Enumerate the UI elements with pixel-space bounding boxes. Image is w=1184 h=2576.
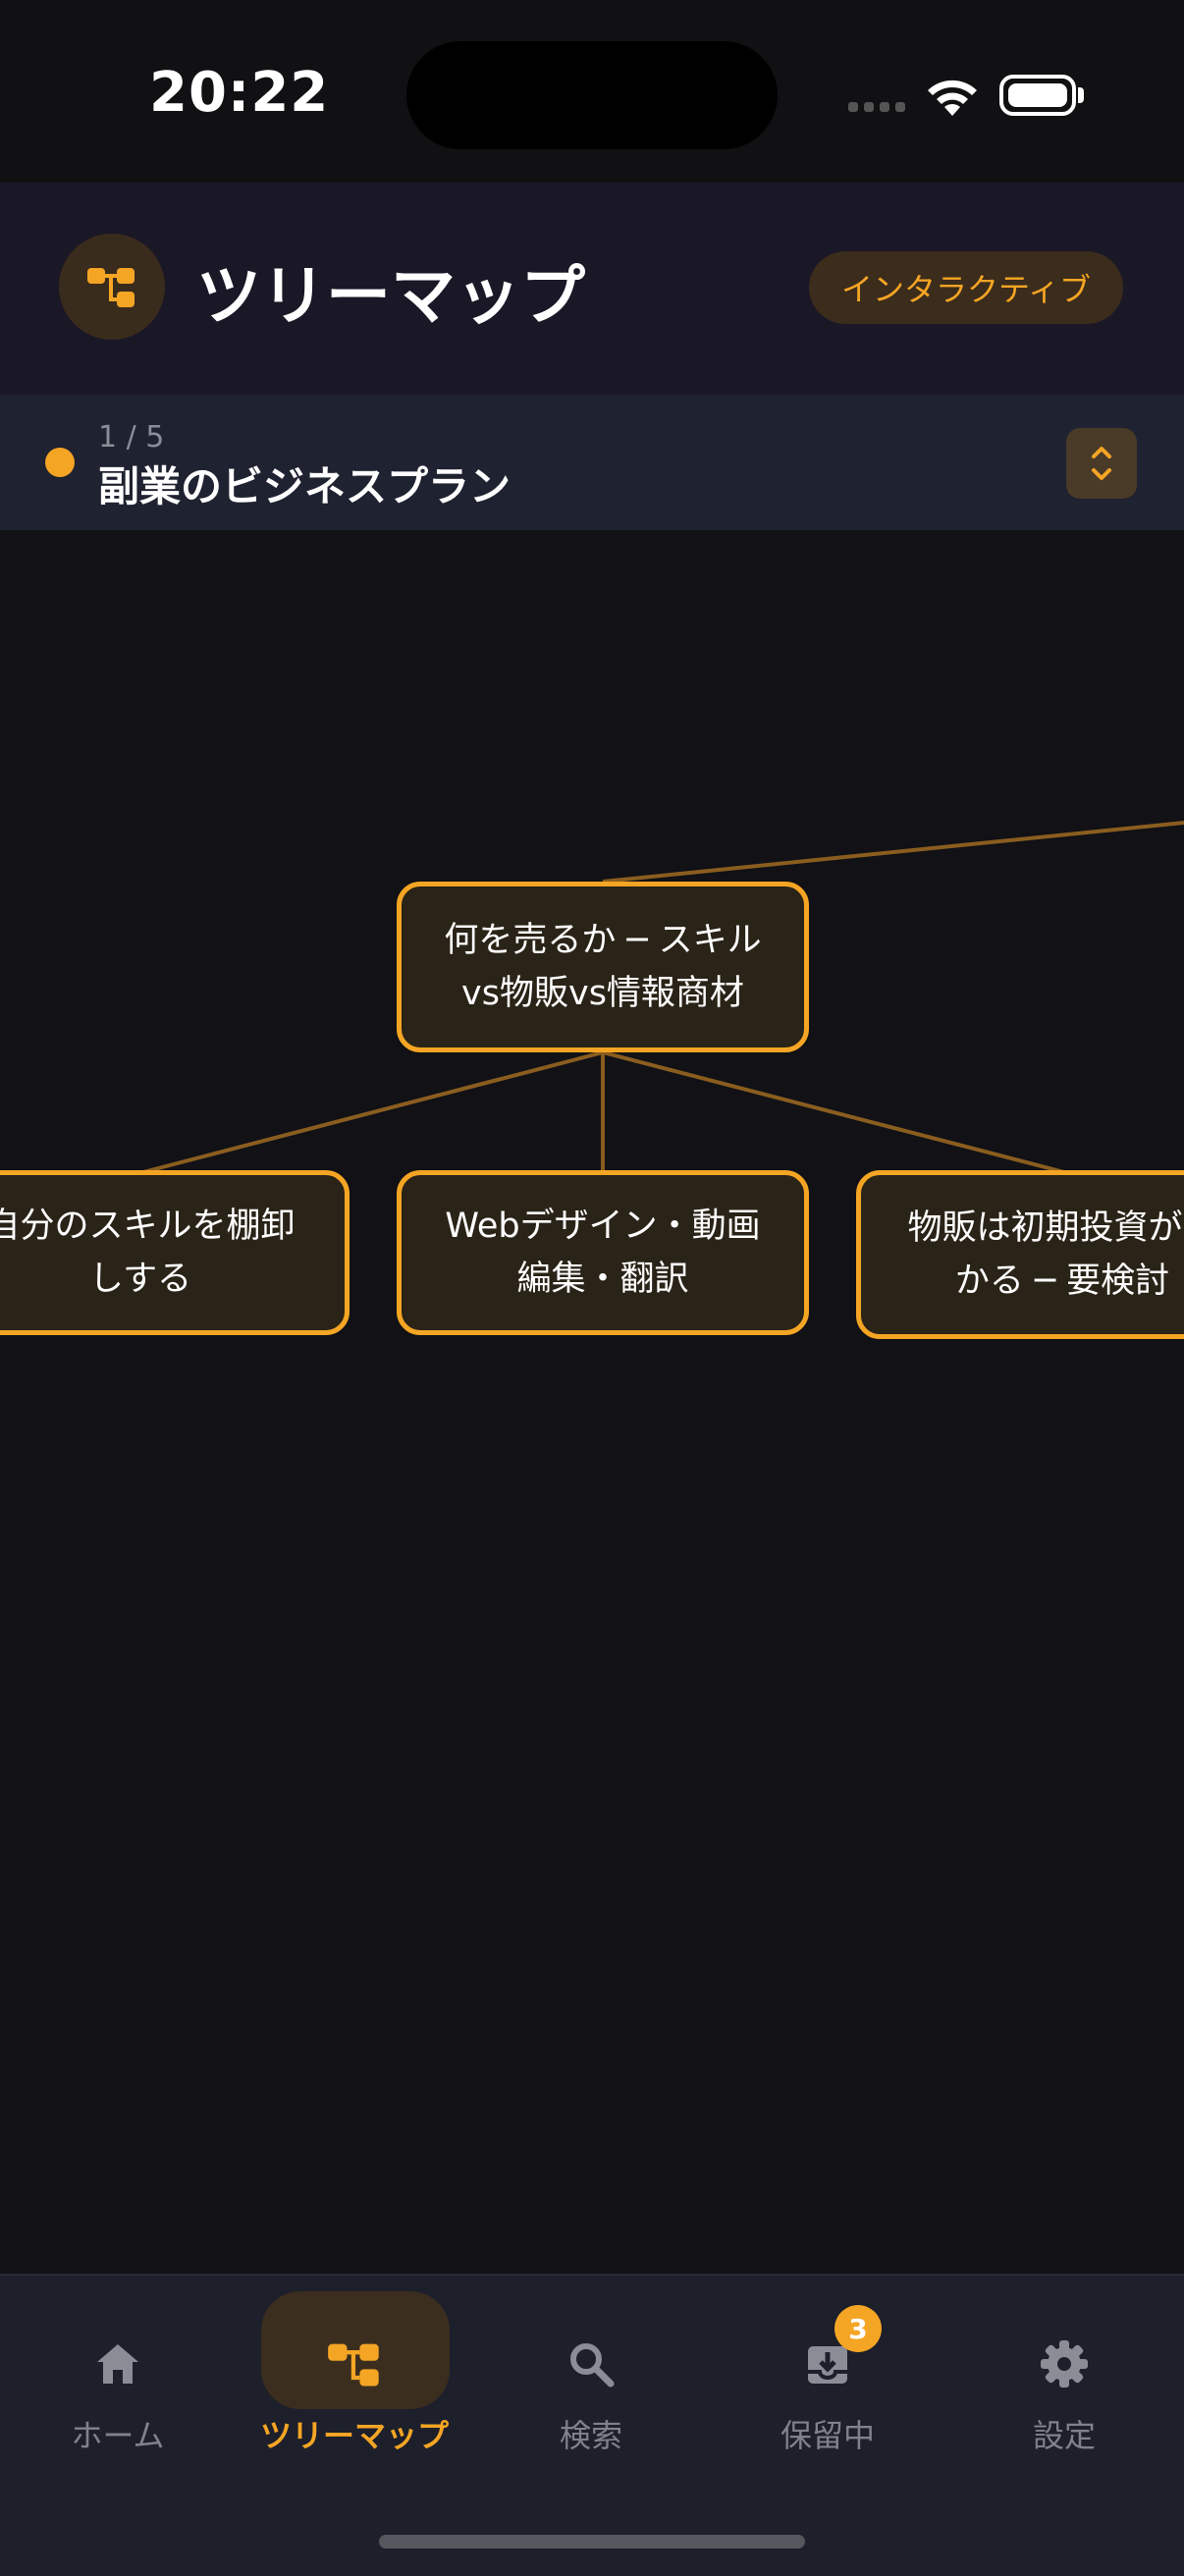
tab-treemap[interactable]: ツリーマップ	[237, 2276, 472, 2472]
tab-search-label: 検索	[559, 2417, 622, 2454]
edge-center-right	[602, 1050, 1065, 1174]
tab-pending-label: 保留中	[780, 2417, 875, 2454]
document-title: 副業のビジネスプラン	[98, 462, 511, 510]
edge-parent-center	[602, 821, 1184, 884]
document-status-dot	[45, 448, 75, 477]
status-time: 20:22	[149, 61, 330, 125]
home-indicator	[379, 2535, 805, 2549]
tab-settings-label: 設定	[1032, 2417, 1096, 2454]
wifi-icon	[928, 80, 977, 116]
interactive-mode-badge[interactable]: インタラクティブ	[809, 251, 1123, 324]
document-selector[interactable]: 1 / 5 副業のビジネスプラン	[0, 395, 1184, 532]
tab-settings[interactable]: 設定	[946, 2276, 1182, 2472]
home-icon	[79, 2325, 157, 2403]
tab-home-label: ホーム	[71, 2417, 165, 2454]
active-tab-highlight	[261, 2291, 450, 2409]
edge-center-left	[142, 1050, 604, 1174]
document-switch-button[interactable]	[1066, 428, 1137, 499]
gear-icon	[1025, 2325, 1103, 2403]
tree-edges	[142, 821, 1184, 1174]
tab-bar: ホーム ツリーマップ 検索 保留中 3	[0, 2274, 1184, 2576]
page-title: ツリーマップ	[196, 258, 585, 334]
tab-home[interactable]: ホーム	[0, 2276, 236, 2472]
tab-treemap-label: ツリーマップ	[259, 2417, 449, 2454]
treemap-canvas[interactable]: 何を売るか ─ スキル vs物販vs情報商材 自分のスキルを棚卸 しする Web…	[0, 530, 1184, 2274]
tree-node-child-left[interactable]: 自分のスキルを棚卸 しする	[0, 1170, 350, 1335]
dynamic-island	[406, 41, 778, 149]
pending-count-badge: 3	[834, 2305, 882, 2352]
treemap-icon	[315, 2325, 394, 2403]
battery-icon	[999, 75, 1076, 116]
tree-node-child-mid[interactable]: Webデザイン・動画 編集・翻訳	[397, 1170, 809, 1335]
tab-search[interactable]: 検索	[473, 2276, 709, 2472]
document-counter: 1 / 5	[98, 420, 165, 455]
search-icon	[552, 2325, 630, 2403]
app-header: ツリーマップ インタラクティブ	[0, 183, 1184, 395]
status-bar: 20:22	[0, 0, 1184, 183]
tab-pending[interactable]: 保留中	[710, 2276, 945, 2472]
treemap-logo-icon	[59, 234, 165, 340]
inbox-icon	[788, 2325, 867, 2403]
tree-node-center[interactable]: 何を売るか ─ スキル vs物販vs情報商材	[397, 882, 809, 1052]
chevron-up-down-icon	[1092, 447, 1111, 480]
cellular-signal-icon	[848, 102, 905, 112]
